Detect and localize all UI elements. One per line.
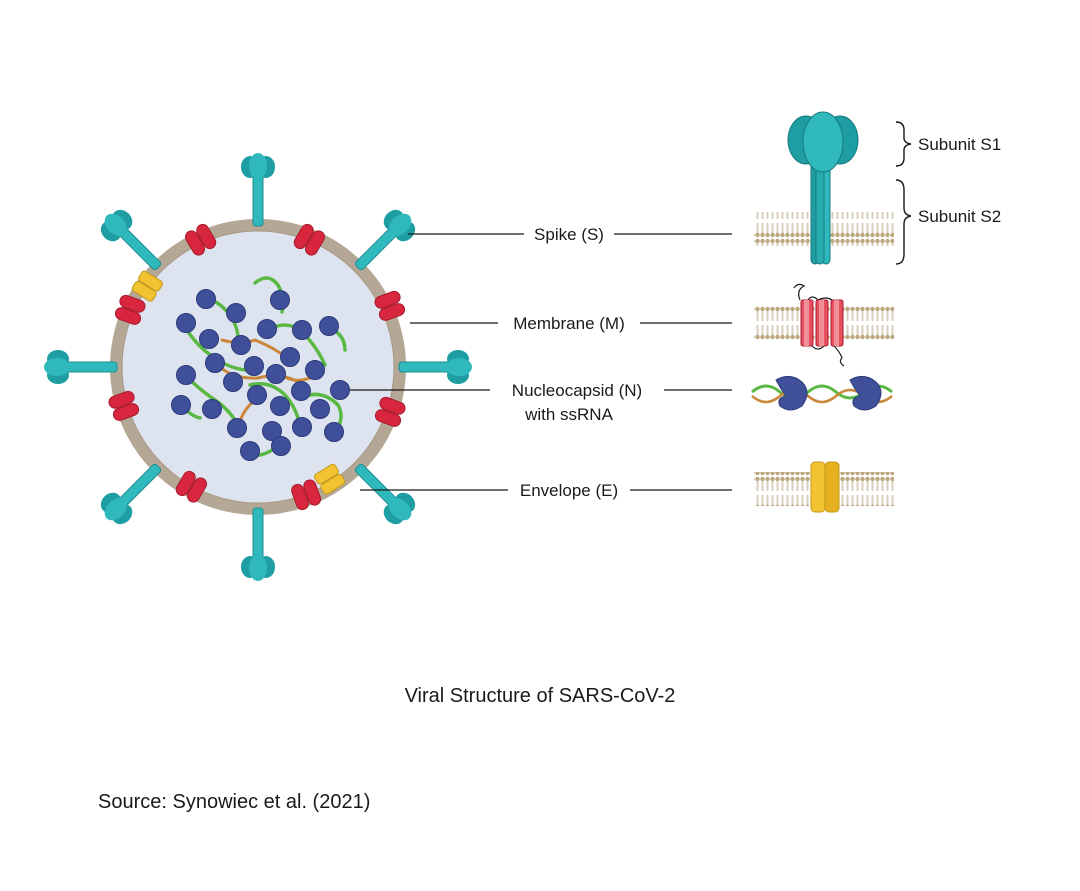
- spike-proteins: [44, 153, 472, 581]
- membrane-protein-detail: [754, 283, 894, 367]
- virion-envelope-inner-line: [121, 230, 395, 504]
- nucleocapsid-detail: [751, 376, 893, 411]
- nucleocapsid-label-line1: Nucleocapsid (N): [512, 381, 642, 400]
- spike-label: Spike (S): [534, 225, 604, 244]
- spike-detail: [754, 111, 894, 265]
- membrane-label: Membrane (M): [513, 314, 624, 333]
- subunit-s2-label: Subunit S2: [918, 207, 1001, 226]
- subunit-s2-bracket: [895, 179, 912, 265]
- nucleocapsid-label-line2: with ssRNA: [524, 405, 614, 424]
- envelope-label: Envelope (E): [520, 481, 618, 500]
- subunit-s1-bracket: [895, 121, 912, 167]
- nucleocapsid-proteins: [171, 289, 350, 461]
- figure-title: Viral Structure of SARS-CoV-2: [405, 685, 676, 707]
- envelope-protein-detail: [754, 461, 894, 513]
- source-caption: Source: Synowiec et al. (2021): [98, 791, 370, 813]
- virion: [44, 153, 472, 581]
- envelope-proteins: [131, 270, 346, 495]
- subunit-brackets: [895, 121, 912, 265]
- leader-lines: [350, 233, 732, 491]
- subunit-s1-label: Subunit S1: [918, 135, 1001, 154]
- membrane-proteins: [108, 223, 406, 511]
